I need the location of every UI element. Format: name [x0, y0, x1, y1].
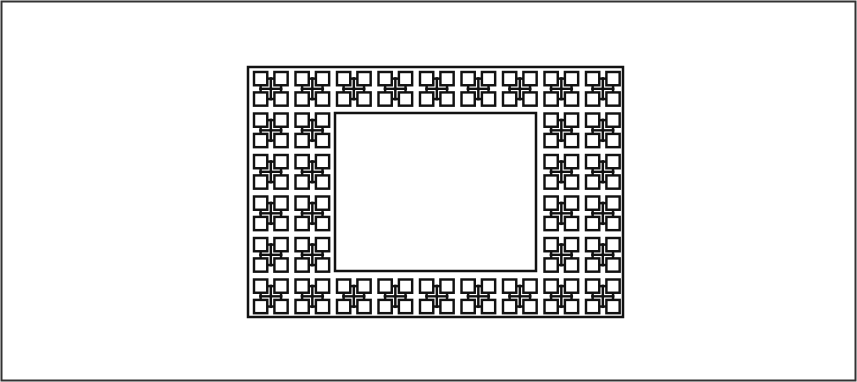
pinwheel-knot-motif-icon: [379, 280, 413, 314]
pinwheel-knot-motif-icon: [545, 72, 579, 106]
pinwheel-knot-motif-icon: [337, 280, 371, 314]
pinwheel-knot-motif-icon: [545, 114, 579, 148]
pinwheel-knot-motif-icon: [296, 280, 330, 314]
pinwheel-knot-motif-icon: [586, 72, 620, 106]
pinwheel-knot-motif-icon: [254, 155, 288, 189]
pinwheel-knot-motif-icon: [462, 72, 496, 106]
pinwheel-knot-motif-icon: [586, 155, 620, 189]
pinwheel-knot-motif-icon: [254, 197, 288, 231]
pinwheel-knot-motif-icon: [254, 72, 288, 106]
pinwheel-knot-motif-icon: [296, 197, 330, 231]
pinwheel-knot-motif-icon: [545, 155, 579, 189]
pinwheel-knot-motif-icon: [586, 114, 620, 148]
pinwheel-knot-motif-icon: [586, 280, 620, 314]
pinwheel-knot-motif-icon: [462, 280, 496, 314]
pinwheel-knot-motif-icon: [420, 72, 454, 106]
pinwheel-knot-motif-icon: [503, 72, 537, 106]
pinwheel-knot-motif-icon: [254, 280, 288, 314]
pinwheel-knot-motif-icon: [254, 114, 288, 148]
pinwheel-knot-motif-icon: [379, 72, 413, 106]
panel-inner-rect: [335, 113, 536, 271]
pinwheel-knot-motif-icon: [254, 238, 288, 272]
pinwheel-knot-motif-icon: [296, 114, 330, 148]
pinwheel-knot-motif-icon: [503, 280, 537, 314]
pinwheel-knot-motif-icon: [545, 197, 579, 231]
pinwheel-knot-motif-icon: [296, 155, 330, 189]
ornamental-panel: [248, 67, 623, 317]
pinwheel-knot-motif-icon: [586, 197, 620, 231]
pinwheel-knot-motif-icon: [420, 280, 454, 314]
pinwheel-knot-motif-icon: [296, 72, 330, 106]
pinwheel-knot-motif-icon: [586, 238, 620, 272]
pinwheel-knot-motif-icon: [545, 238, 579, 272]
pinwheel-knot-motif-icon: [545, 280, 579, 314]
pinwheel-knot-motif-icon: [337, 72, 371, 106]
pinwheel-knot-motif-icon: [296, 238, 330, 272]
motif-grid: [254, 72, 620, 313]
